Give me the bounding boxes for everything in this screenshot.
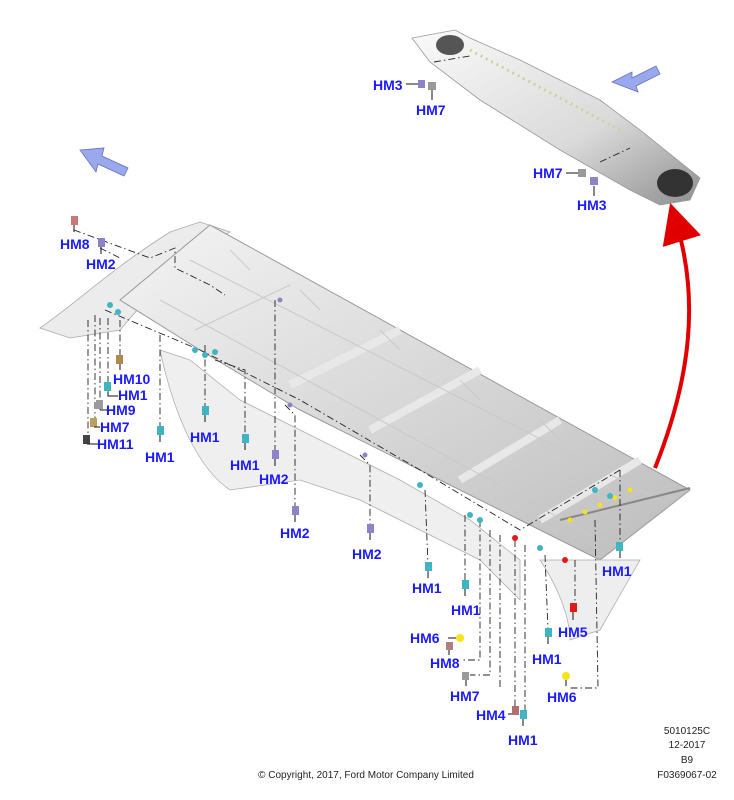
label-hm1-c: HM1 (230, 457, 260, 473)
copyright-notice: © Copyright, 2017, Ford Motor Company Li… (258, 770, 474, 781)
label-hm3-top: HM3 (373, 77, 403, 93)
label-hm1-g: HM1 (532, 651, 562, 667)
label-hm9: HM9 (106, 402, 136, 418)
label-hm2-c: HM2 (352, 546, 382, 562)
label-hm1-f: HM1 (508, 732, 538, 748)
label-hm5: HM5 (558, 624, 588, 640)
label-hm8-left: HM8 (60, 236, 90, 252)
label-hm1-a: HM1 (145, 449, 175, 465)
ref-code: 5010125C (664, 726, 710, 737)
label-hm7-top: HM7 (416, 102, 446, 118)
callout-labels: HM3 HM7 HM7 HM3 HM8 HM2 HM10 HM1 HM9 HM7… (60, 77, 632, 748)
label-hm7-b: HM7 (450, 688, 480, 704)
view-direction-arrow-left (79, 147, 129, 177)
roof-clip-markers (107, 297, 633, 563)
label-hm4: HM4 (476, 707, 506, 723)
label-hm1-stack: HM1 (118, 387, 148, 403)
label-hm6-b: HM6 (547, 689, 577, 705)
label-hm3-detail: HM3 (577, 197, 607, 213)
label-hm1-e: HM1 (451, 602, 481, 618)
roof-panel-assembly (39, 221, 691, 641)
detail-link-arrow (653, 202, 701, 469)
label-hm7-stack: HM7 (100, 419, 130, 435)
harness-route (73, 229, 621, 712)
callout-leaders (71, 80, 623, 726)
label-hm10: HM10 (113, 371, 151, 387)
label-hm1-h: HM1 (602, 563, 632, 579)
figure-id: F0369067-02 (657, 770, 717, 781)
label-hm7-detail: HM7 (533, 165, 563, 181)
label-hm2-left: HM2 (86, 256, 116, 272)
revision-date: 12-2017 (669, 740, 706, 751)
revision-code: B9 (681, 755, 694, 766)
label-hm8-b: HM8 (430, 655, 460, 671)
label-hm11: HM11 (97, 436, 134, 452)
label-hm2-b: HM2 (280, 525, 310, 541)
label-hm2-a: HM2 (259, 471, 289, 487)
label-hm6-a: HM6 (410, 630, 440, 646)
rear-header-rail-detail (411, 29, 701, 206)
footer: 5010125C 12-2017 B9 F0369067-02 © Copyri… (258, 726, 717, 781)
label-hm1-b: HM1 (190, 429, 220, 445)
view-direction-arrow-right (611, 65, 661, 93)
label-hm1-d: HM1 (412, 580, 442, 596)
